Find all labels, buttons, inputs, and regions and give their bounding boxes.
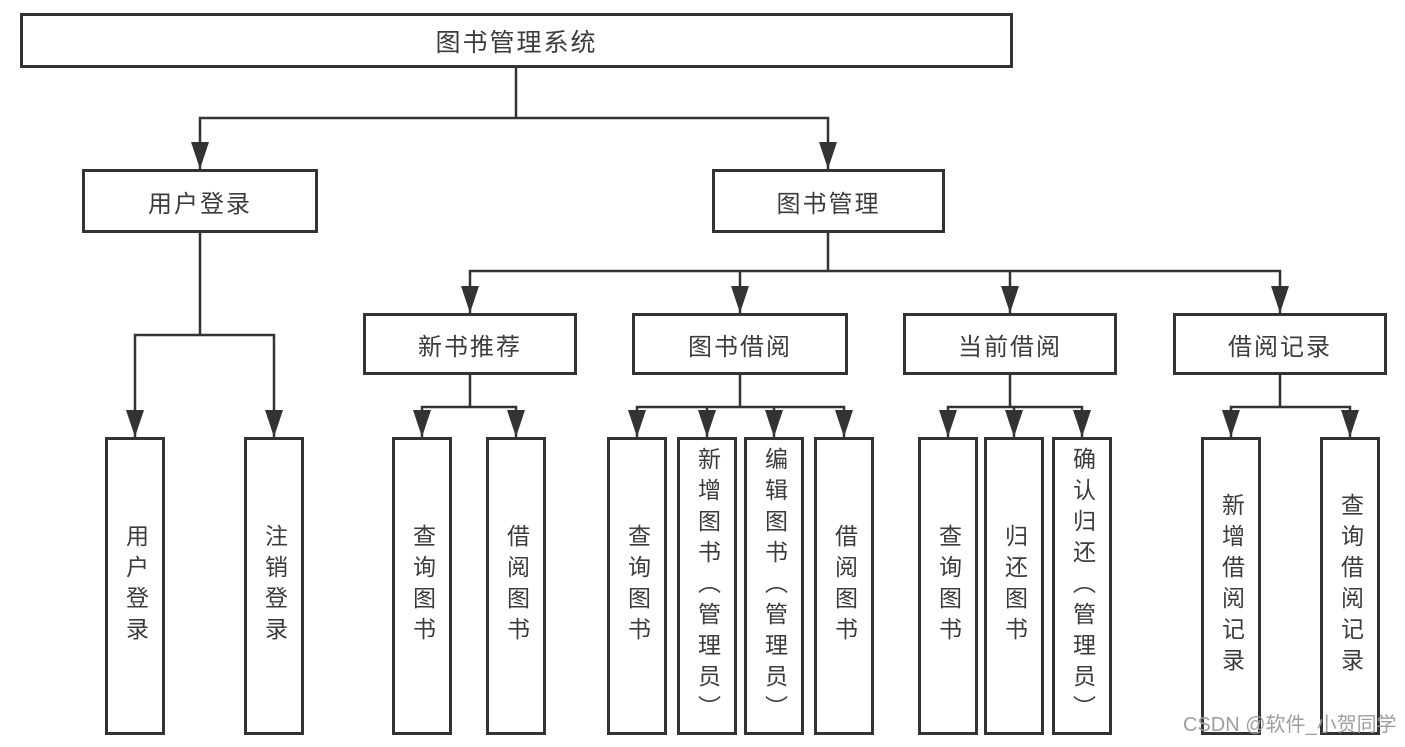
leaf-borrow-books-recommend-label: 借阅图书: [503, 524, 530, 648]
connector-paths: [133, 68, 1352, 437]
leaf-logout-label: 注销登录: [261, 524, 288, 648]
leaf-add-borrow-record: 新增借阅记录: [1201, 437, 1261, 735]
leaf-borrow-books-recommend: 借阅图书: [486, 437, 546, 735]
leaf-query-books-borrowing: 查询图书: [607, 437, 667, 735]
node-new-book-recommend-label: 新书推荐: [418, 333, 522, 361]
node-borrowing-records-label: 借阅记录: [1228, 333, 1332, 361]
node-borrowing-records: 借阅记录: [1173, 313, 1387, 375]
leaf-edit-books-admin: 编辑图书（管理员）: [744, 437, 804, 735]
leaf-borrow-books-borrowing: 借阅图书: [814, 437, 874, 735]
leaf-query-books-borrowing-label: 查询图书: [624, 524, 651, 648]
leaf-query-borrow-record: 查询借阅记录: [1320, 437, 1380, 735]
leaf-query-books-current: 查询图书: [918, 437, 978, 735]
leaf-edit-books-admin-label: 编辑图书（管理员）: [761, 446, 788, 726]
node-root-label: 图书管理系统: [435, 28, 598, 57]
leaf-return-books: 归还图书: [984, 437, 1044, 735]
leaf-add-books-admin-label: 新增图书（管理员）: [694, 446, 721, 726]
node-user-login-label: 用户登录: [148, 190, 252, 218]
node-book-management-label: 图书管理: [776, 190, 881, 218]
leaf-add-borrow-record-label: 新增借阅记录: [1218, 493, 1245, 679]
node-root: 图书管理系统: [20, 13, 1013, 68]
leaf-user-login-label: 用户登录: [122, 524, 149, 648]
node-book-borrowing: 图书借阅: [632, 313, 848, 375]
leaf-query-books-recommend-label: 查询图书: [409, 524, 436, 648]
leaf-confirm-return-admin: 确认归还（管理员）: [1052, 437, 1112, 735]
node-book-borrowing-label: 图书借阅: [688, 333, 792, 361]
node-current-borrowing: 当前借阅: [903, 313, 1117, 375]
leaf-return-books-label: 归还图书: [1001, 524, 1028, 648]
leaf-query-borrow-record-label: 查询借阅记录: [1337, 493, 1364, 679]
node-current-borrowing-label: 当前借阅: [958, 333, 1062, 361]
leaf-add-books-admin: 新增图书（管理员）: [677, 437, 737, 735]
leaf-confirm-return-admin-label: 确认归还（管理员）: [1069, 446, 1096, 726]
leaf-borrow-books-borrowing-label: 借阅图书: [831, 524, 858, 648]
leaf-user-login: 用户登录: [105, 437, 165, 735]
watermark: CSDN @软件_小贺同学: [1183, 714, 1397, 736]
node-book-management: 图书管理: [712, 169, 945, 233]
node-user-login: 用户登录: [82, 169, 318, 233]
node-new-book-recommend: 新书推荐: [363, 313, 577, 375]
leaf-query-books-recommend: 查询图书: [392, 437, 452, 735]
leaf-logout: 注销登录: [244, 437, 304, 735]
leaf-query-books-current-label: 查询图书: [935, 524, 962, 648]
arrowheads: [126, 142, 1359, 437]
